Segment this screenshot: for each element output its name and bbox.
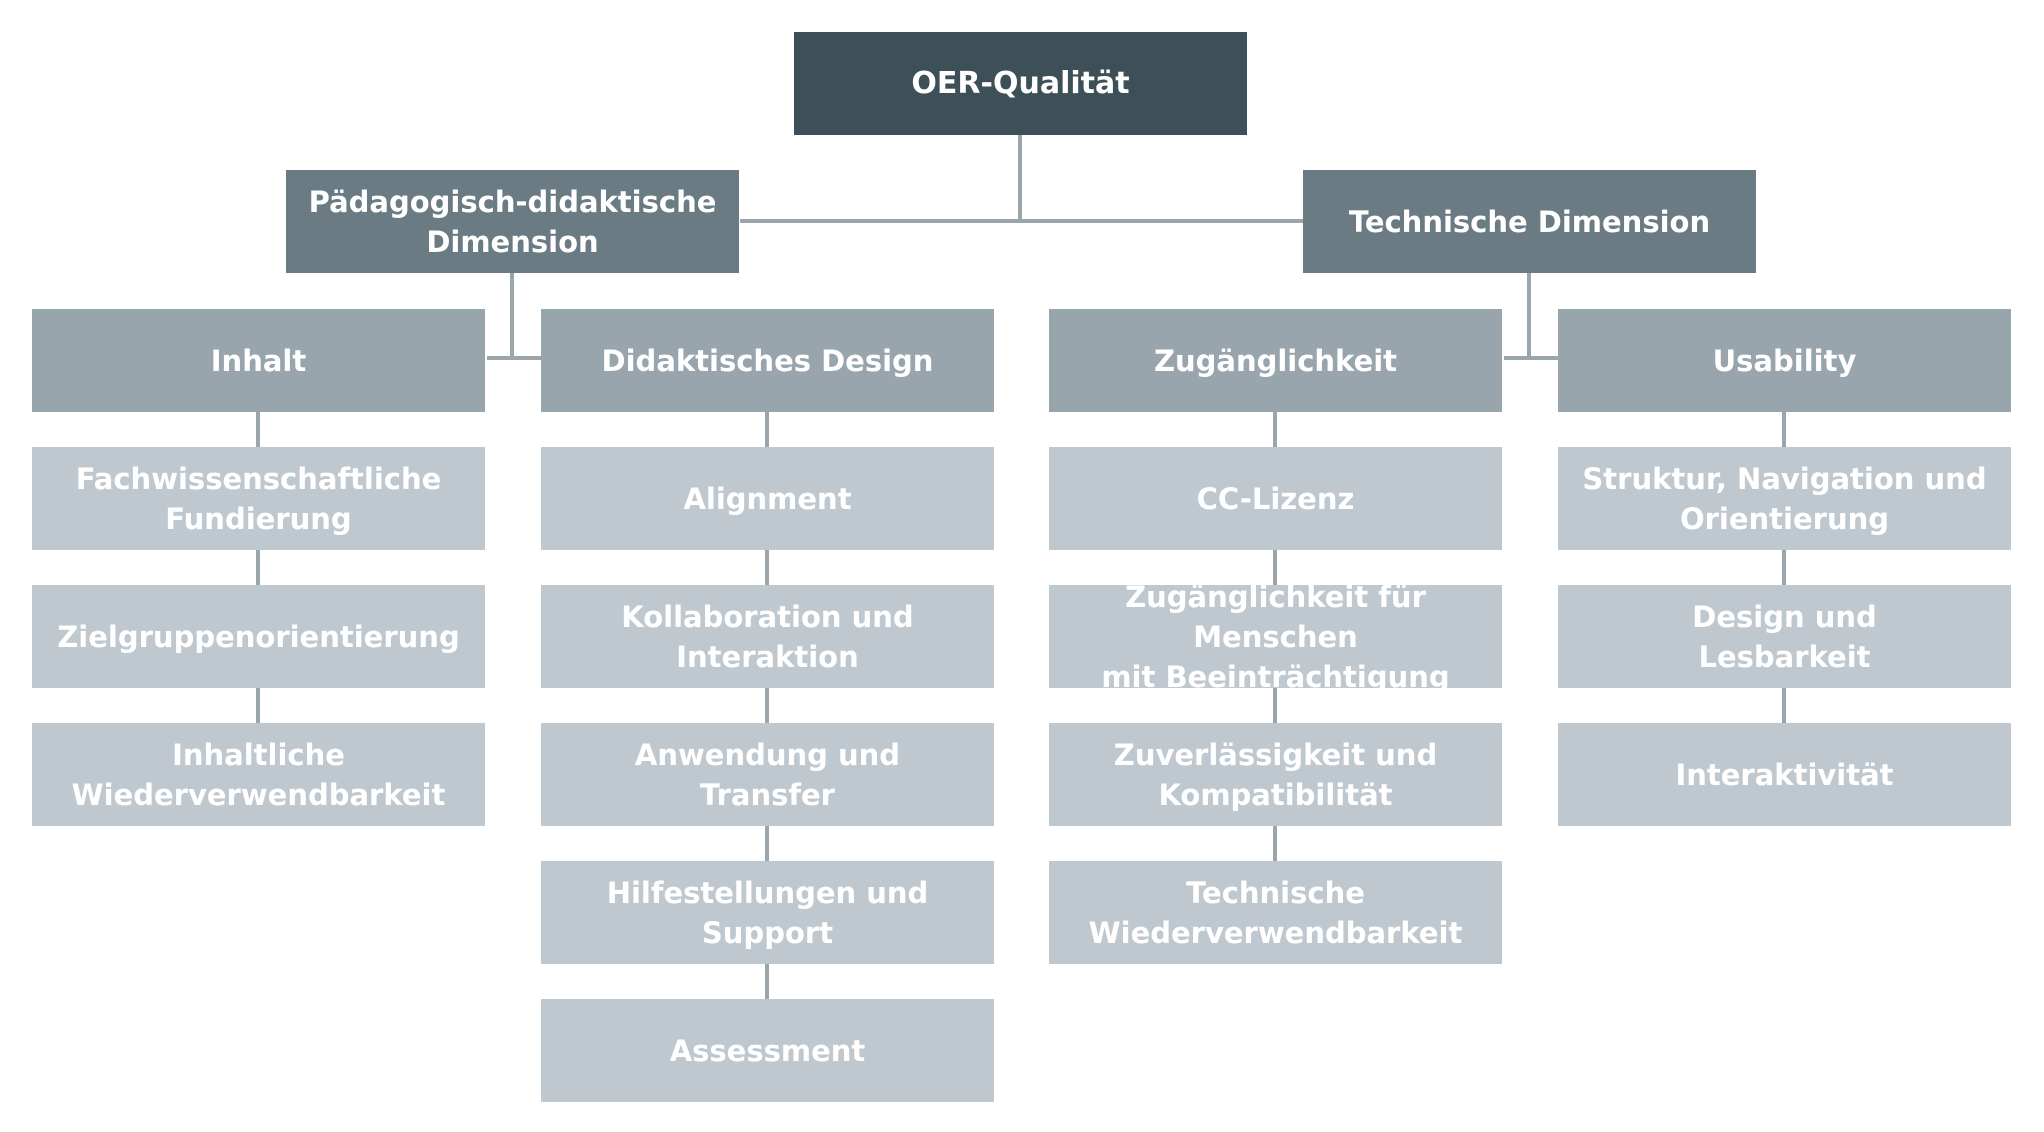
- category-node-usability: Usability: [1558, 309, 2011, 412]
- criterion-node-zuverlaessigkeit-und-kompatibilitaet: Zuverlässigkeit und Kompatibilität: [1049, 723, 1502, 826]
- criterion-node-zugaenglichkeit-beeintraechtigung: Zugänglichkeit für Menschen mit Beeinträ…: [1049, 580, 1502, 694]
- connector-usability-chain: [1782, 412, 1786, 726]
- criterion-node-cc-lizenz: CC-Lizenz: [1049, 447, 1502, 550]
- category-node-didaktisches-design: Didaktisches Design: [541, 309, 994, 412]
- connector-inhalt-chain: [256, 412, 260, 726]
- criterion-node-hilfestellungen-und-support: Hilfestellungen und Support: [541, 861, 994, 964]
- category-node-zugaenglichkeit: Zugänglichkeit: [1049, 309, 1502, 412]
- connector-dim1-categories: [487, 356, 541, 360]
- root-node-oer-qualitaet: OER-Qualität: [794, 32, 1247, 135]
- criterion-node-inhaltliche-wiederverwendbarkeit: Inhaltliche Wiederverwendbarkeit: [32, 723, 485, 826]
- dimension-node-technisch: Technische Dimension: [1303, 170, 1756, 273]
- connector-dim2-down: [1527, 273, 1531, 360]
- connector-root-down: [1018, 135, 1022, 223]
- criterion-node-design-und-lesbarkeit: Design und Lesbarkeit: [1558, 585, 2011, 688]
- criterion-node-kollaboration-und-interaktion: Kollaboration und Interaktion: [541, 585, 994, 688]
- criterion-node-fachwissenschaftliche-fundierung: Fachwissenschaftliche Fundierung: [32, 447, 485, 550]
- criterion-node-assessment: Assessment: [541, 999, 994, 1102]
- criterion-node-interaktivitaet: Interaktivität: [1558, 723, 2011, 826]
- category-node-inhalt: Inhalt: [32, 309, 485, 412]
- connector-dimensions-horizontal: [740, 219, 1306, 223]
- criterion-node-zielgruppenorientierung: Zielgruppenorientierung: [32, 585, 485, 688]
- criterion-node-struktur-navigation-orientierung: Struktur, Navigation und Orientierung: [1558, 447, 2011, 550]
- connector-dim2-categories: [1504, 356, 1558, 360]
- connector-didaktisches-design-chain: [765, 412, 769, 1002]
- criterion-node-anwendung-und-transfer: Anwendung und Transfer: [541, 723, 994, 826]
- connector-dim1-down: [510, 273, 514, 360]
- criterion-node-technische-wiederverwendbarkeit: Technische Wiederverwendbarkeit: [1049, 861, 1502, 964]
- dimension-node-paedagogisch-didaktisch: Pädagogisch-didaktische Dimension: [286, 170, 739, 273]
- criterion-node-alignment: Alignment: [541, 447, 994, 550]
